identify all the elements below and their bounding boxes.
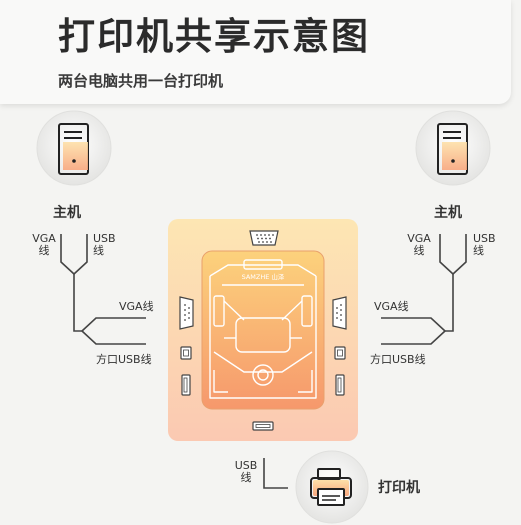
- vga-port-icon: [179, 296, 194, 330]
- page-title: 打印机共享示意图: [58, 15, 370, 58]
- left-cables: [60, 234, 146, 345]
- printer-node: [295, 450, 369, 524]
- usb-port-icon: [335, 374, 345, 396]
- right-usb-cable-label: USB 线: [473, 232, 496, 257]
- left-host: [36, 110, 112, 186]
- right-cables: [381, 234, 467, 345]
- left-host-label: 主机: [53, 205, 81, 221]
- right-host: [415, 110, 491, 186]
- computer-tower-icon: [58, 123, 89, 175]
- right-usb-branch-label: 方口USB线: [370, 353, 426, 366]
- vga-port-icon: [332, 296, 347, 330]
- printer-cable-label: USB 线: [234, 459, 258, 484]
- left-vga-branch-label: VGA线: [119, 300, 154, 313]
- printer-label: 打印机: [378, 480, 420, 496]
- right-vga-cable-label: VGA 线: [407, 232, 431, 257]
- usb-port-icon: [334, 346, 346, 360]
- usb-port-icon: [181, 374, 191, 396]
- printer-icon: [310, 468, 352, 506]
- right-vga-branch-label: VGA线: [374, 300, 409, 313]
- computer-tower-icon: [437, 123, 468, 175]
- switch-brand-text: SAMZHE 山泽: [242, 272, 285, 281]
- usb-port-icon: [180, 346, 192, 360]
- kvm-switch-device: SAMZHE 山泽: [201, 250, 325, 410]
- vga-port-icon: [249, 230, 279, 246]
- left-usb-cable-label: USB 线: [93, 232, 116, 257]
- usb-port-icon: [252, 421, 274, 431]
- page-subtitle: 两台电脑共用一台打印机: [58, 72, 224, 90]
- printer-cable: [263, 458, 288, 489]
- left-vga-cable-label: VGA 线: [32, 232, 56, 257]
- header-card: 打印机共享示意图 两台电脑共用一台打印机: [0, 0, 511, 104]
- right-host-label: 主机: [434, 205, 462, 221]
- left-usb-branch-label: 方口USB线: [96, 353, 152, 366]
